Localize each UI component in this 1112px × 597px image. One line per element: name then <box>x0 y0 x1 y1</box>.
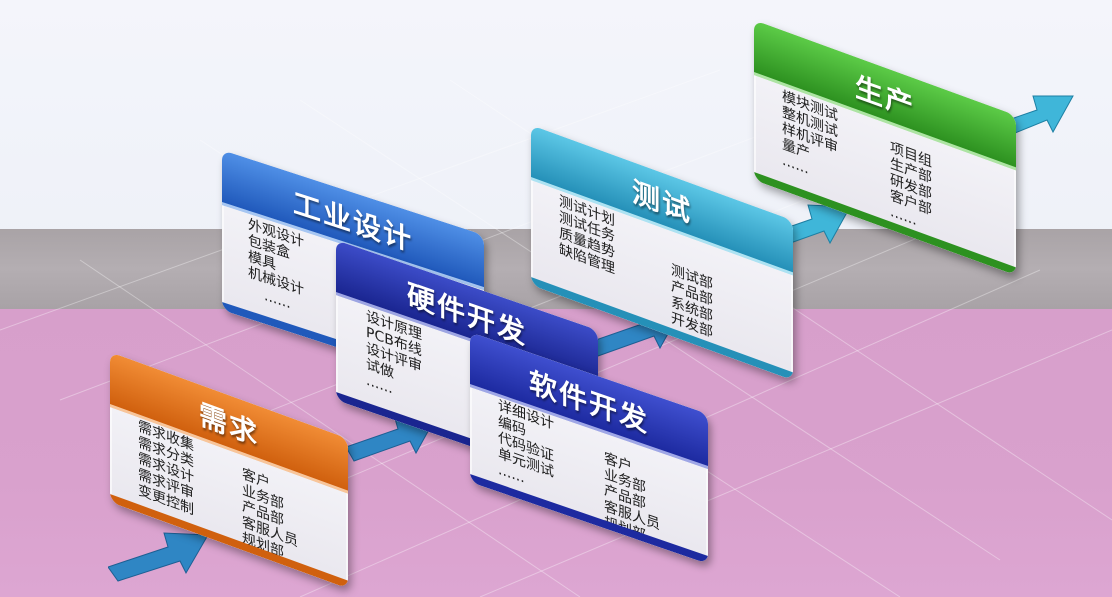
stage-activities: 模块测试 整机测试 样机评审 量产 ...... <box>782 88 838 188</box>
stage-activities: 设计原理 PCB布线 设计评审 试做 ...... <box>366 308 422 407</box>
stage-departments: 项目组 生产部 研发部 客户部 ...... <box>890 139 932 234</box>
arrow-icon <box>108 532 209 582</box>
